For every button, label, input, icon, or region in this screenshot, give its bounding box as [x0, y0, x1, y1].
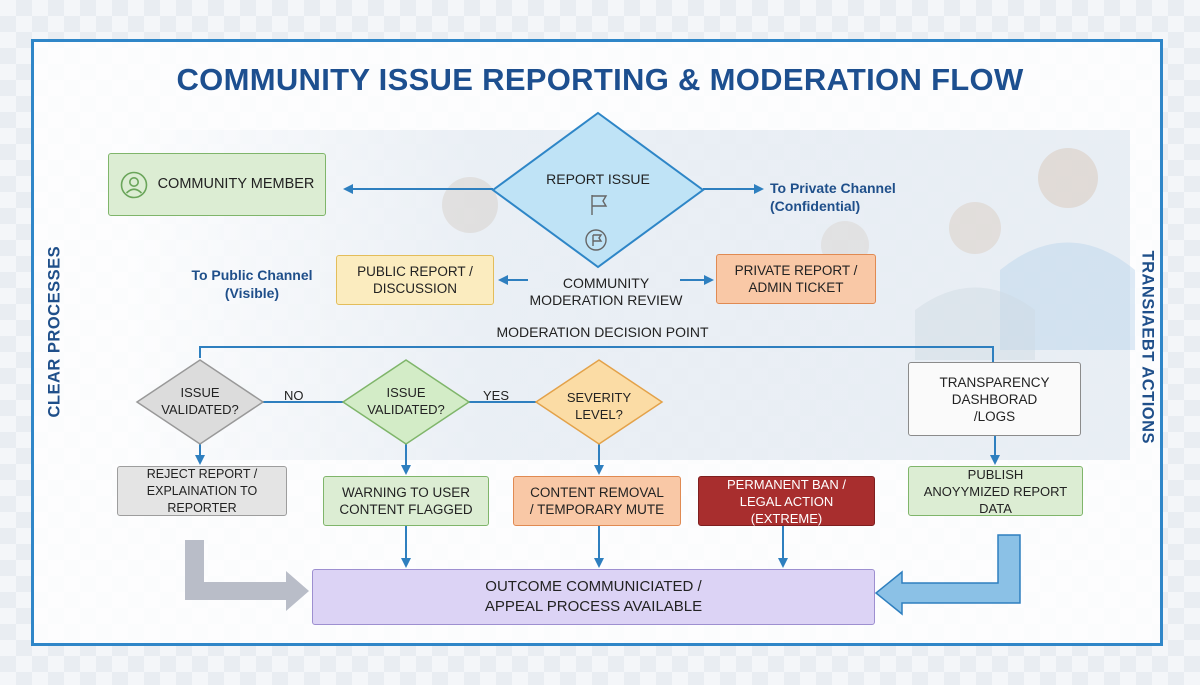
issue-validated-2-label: ISSUE VALIDATED? — [367, 385, 445, 417]
no-edge-label: NO — [284, 388, 304, 403]
report-issue-diamond — [491, 111, 705, 269]
moderation-review-label: COMMUNITY MODERATION REVIEW — [529, 275, 683, 308]
community-member-label: COMMUNITY MEMBER — [157, 176, 315, 192]
permanent-ban-box[interactable]: PERMANENT BAN / LEGAL ACTION (EXTREME) — [698, 476, 875, 526]
publish-data-box[interactable]: PUBLISH ANOYYMIZED REPORT DATA — [908, 466, 1083, 516]
page-title: COMMUNITY ISSUE REPORTING & MODERATION F… — [176, 62, 1024, 97]
right-side-label: TRANSIAEBT ACTIONS — [1138, 250, 1157, 445]
content-removal-box[interactable]: CONTENT REMOVAL / TEMPORARY MUTE — [513, 476, 681, 526]
private-report-box[interactable]: PRIVATE REPORT / ADMIN TICKET — [716, 254, 876, 304]
reject-report-label: REJECT REPORT / EXPLAINATION TO REPORTER — [146, 466, 258, 515]
issue-validated-diamond-1 — [135, 359, 265, 445]
flag-icon — [591, 195, 608, 215]
public-channel-label: To Public Channel (Visible) — [191, 267, 313, 301]
content-removal-label: CONTENT REMOVAL / TEMPORARY MUTE — [529, 485, 665, 517]
community-member-box[interactable]: COMMUNITY MEMBER — [108, 153, 326, 216]
severity-level-diamond — [534, 359, 664, 445]
private-report-label: PRIVATE REPORT / ADMIN TICKET — [734, 263, 858, 295]
warning-user-label: WARNING TO USER CONTENT FLAGGED — [339, 485, 473, 517]
publish-data-label: PUBLISH ANOYYMIZED REPORT DATA — [923, 466, 1068, 516]
chat-flag-icon — [585, 229, 607, 251]
report-issue-label: REPORT ISSUE — [546, 171, 650, 187]
transparency-dashboard-label: TRANSPARENCY DASHBORAD /LOGS — [939, 374, 1050, 424]
issue-validated-diamond-2 — [341, 359, 471, 445]
permanent-ban-label: PERMANENT BAN / LEGAL ACTION (EXTREME) — [727, 476, 846, 526]
reject-report-box[interactable]: REJECT REPORT / EXPLAINATION TO REPORTER — [117, 466, 287, 516]
left-side-label: CLEAR PROCESSES — [45, 245, 64, 418]
warning-user-box[interactable]: WARNING TO USER CONTENT FLAGGED — [323, 476, 489, 526]
issue-validated-1-label: ISSUE VALIDATED? — [161, 385, 239, 417]
private-channel-label: To Private Channel (Confidential) — [770, 180, 896, 214]
severity-level-label: SEVERITY LEVEL? — [566, 390, 632, 422]
right-elbow-arrow — [874, 534, 1021, 616]
left-elbow-arrow — [185, 540, 309, 611]
user-icon — [120, 171, 147, 198]
public-report-box[interactable]: PUBLIC REPORT / DISCUSSION — [336, 255, 494, 305]
yes-edge-label: YES — [483, 388, 510, 403]
outcome-label: OUTCOME COMMUNICIATED / APPEAL PROCESS A… — [484, 578, 703, 615]
outcome-box[interactable]: OUTCOME COMMUNICIATED / APPEAL PROCESS A… — [312, 569, 875, 625]
decision-point-label: MODERATION DECISION POINT — [496, 324, 709, 340]
transparency-dashboard-box[interactable]: TRANSPARENCY DASHBORAD /LOGS — [908, 362, 1081, 436]
public-report-label: PUBLIC REPORT / DISCUSSION — [357, 264, 473, 296]
